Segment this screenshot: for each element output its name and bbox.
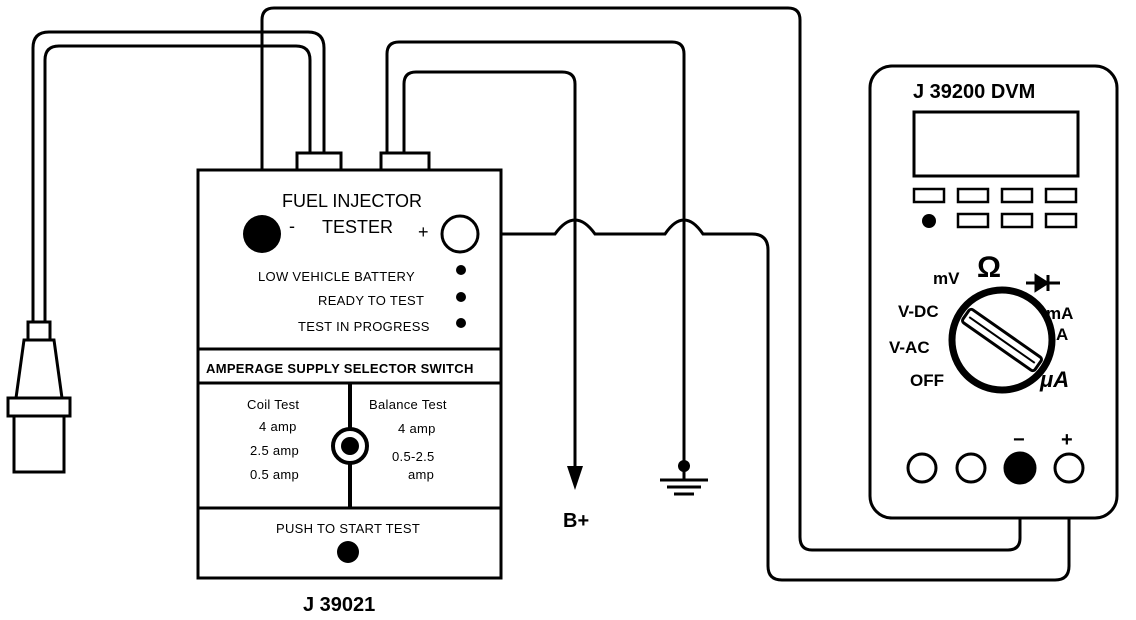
dvm-button[interactable] [1044,187,1078,204]
dial-label-a: A [1056,325,1068,344]
injector-connector [6,320,72,474]
tester-minus-sign: - [289,216,295,236]
status-in-progress-label: TEST IN PROGRESS [298,319,430,334]
dial-label-off: OFF [910,371,944,390]
ground-icon [660,460,708,496]
injector-lead-outer [31,30,326,325]
dvm-minus-sign: − [1013,429,1025,451]
selector-switch-knob[interactable] [331,427,369,465]
dvm-button[interactable] [956,187,990,204]
tester-connector-left [295,151,343,172]
coil-value-0-5: 0.5 amp [250,467,299,482]
dvm-button[interactable] [1000,187,1034,204]
ground-lead [402,70,577,468]
tester-model-label: J 39021 [303,594,375,616]
dvm-power-indicator [922,214,936,228]
dvm-jack-1[interactable] [906,452,938,484]
balance-value-4: 4 amp [398,421,436,436]
dvm-button[interactable] [956,212,990,229]
balance-test-label: Balance Test [369,397,447,412]
bplus-arrow-icon [567,466,583,490]
push-to-start-label: PUSH TO START TEST [276,521,420,536]
tester-title-line2: TESTER [322,217,393,237]
balance-value-unit: amp [408,467,434,482]
wires [31,6,1071,582]
bplus-label: B+ [563,510,589,532]
digital-voltmeter: J 39200 DVM mV Ω V-DC V-AC OFF mA A μA [868,64,1119,520]
dvm-jack-2[interactable] [955,452,987,484]
dvm-plus-sign: + [1061,429,1073,451]
tester-minus-jack[interactable] [243,215,281,253]
tester-plus-sign: + [418,222,429,242]
dial-label-mv: mV [933,269,960,288]
tester-title-line1: FUEL INJECTOR [282,191,422,211]
coil-test-label: Coil Test [247,397,299,412]
dvm-rotary-dial[interactable] [948,286,1056,394]
dvm-button[interactable] [912,187,946,204]
status-low-battery-label: LOW VEHICLE BATTERY [258,269,415,284]
fuel-injector-tester: FUEL INJECTOR TESTER - + LOW VEHICLE BAT… [196,151,503,580]
dial-label-ma: mA [1046,304,1073,323]
dial-label-vdc: V-DC [898,302,939,321]
dvm-red-lead [478,218,1071,582]
dvm-button[interactable] [1044,212,1078,229]
tester-connector-right [379,151,431,172]
selector-header: AMPERAGE SUPPLY SELECTOR SWITCH [206,361,474,376]
dvm-button[interactable] [1000,212,1034,229]
diode-icon [1026,273,1060,293]
push-to-start-button[interactable] [337,541,359,563]
dvm-title: J 39200 DVM [913,81,1035,103]
dvm-com-jack[interactable] [1003,451,1037,485]
bplus-lead [385,40,686,465]
dvm-display [912,110,1080,178]
coil-value-4: 4 amp [259,419,297,434]
status-in-progress-light [456,318,466,328]
dial-label-vac: V-AC [889,338,930,357]
dvm-positive-jack[interactable] [1053,452,1085,484]
status-low-battery-light [456,265,466,275]
balance-value-range: 0.5-2.5 [392,449,435,464]
injector-lead-inner [43,44,312,325]
dvm-black-lead [260,6,1022,552]
coil-value-2-5: 2.5 amp [250,443,299,458]
status-ready-label: READY TO TEST [318,293,424,308]
status-ready-light [456,292,466,302]
dial-label-ohm: Ω [977,251,1001,284]
tester-plus-jack[interactable] [440,214,480,254]
